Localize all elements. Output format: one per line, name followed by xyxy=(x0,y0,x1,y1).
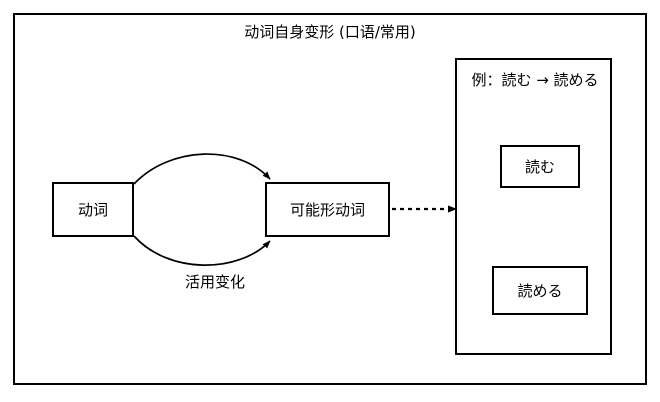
node-verb[interactable]: 动词 xyxy=(52,182,134,237)
node-example-source[interactable]: 読む xyxy=(500,145,580,188)
edge-label-conjugation: 活用变化 xyxy=(184,273,245,291)
page-title: 动词自身变形 (口语/常用) xyxy=(244,23,416,41)
example-panel-caption: 例：読む → 読める xyxy=(471,71,599,89)
node-example-result[interactable]: 読める xyxy=(492,266,588,315)
node-potential-verb[interactable]: 可能形动词 xyxy=(265,182,390,237)
